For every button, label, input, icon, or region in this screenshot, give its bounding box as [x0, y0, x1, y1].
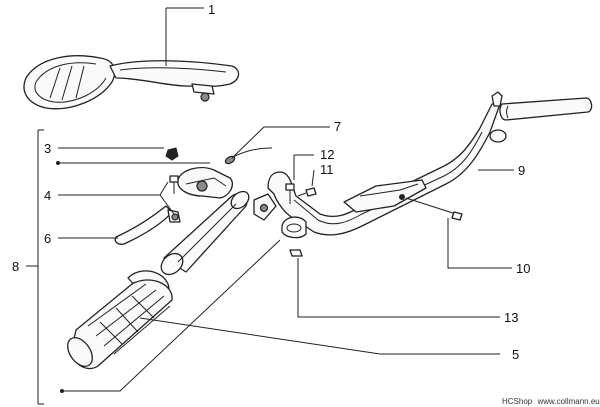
callout-7: 7 [334, 119, 341, 134]
callout-10: 10 [516, 261, 530, 276]
part-handlebar-tube [267, 91, 593, 236]
callout-11: 11 [320, 162, 334, 177]
part-lever-bracket [165, 147, 234, 199]
callout-13: 13 [504, 310, 518, 325]
callout-6: 6 [44, 231, 51, 246]
callout-9: 9 [518, 163, 525, 178]
callout-8: 8 [12, 259, 19, 274]
callout-3: 3 [44, 141, 51, 156]
callout-5: 5 [512, 347, 519, 362]
callout-4: 4 [44, 188, 51, 203]
part-throttle-grip [67, 190, 250, 370]
leader-lines [26, 7, 514, 405]
watermark-shop: HCShop [502, 397, 533, 406]
part-screws [169, 175, 179, 194]
watermark-url: www.collmann.eu [536, 397, 599, 406]
callout-labels: 1 3 4 5 6 7 8 9 10 11 12 13 [12, 2, 530, 362]
callout-1: 1 [208, 2, 215, 17]
part-mirror [23, 55, 240, 110]
part-brake-lever [114, 205, 181, 245]
callout-12: 12 [320, 147, 334, 162]
part-bolts-clamp [253, 183, 317, 257]
watermark: HCShop www.collmann.eu [502, 397, 600, 406]
part-cable [224, 147, 273, 165]
